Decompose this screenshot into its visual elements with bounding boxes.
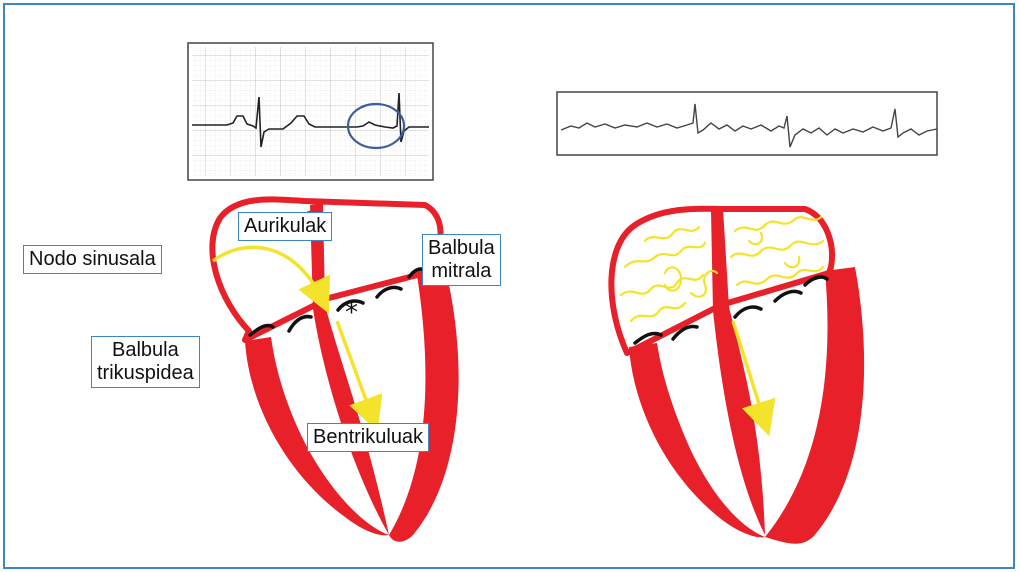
diagram-canvas	[5, 5, 1015, 569]
label-tricuspid-line2: trikuspidea	[97, 362, 194, 385]
ecg-afib	[557, 92, 937, 155]
label-ventricles: Bentrikuluak	[307, 423, 429, 452]
ecg-normal	[188, 43, 433, 180]
av-node-marker: *	[345, 300, 358, 326]
label-mitral-line2: mitrala	[428, 260, 495, 283]
label-atria: Aurikulak	[238, 212, 332, 241]
ecg-normal-grid	[192, 47, 429, 176]
label-tricuspid-valve: Balbula trikuspidea	[91, 336, 200, 388]
ecg-afib-box	[557, 92, 937, 155]
figure-frame: Nodo sinusala Aurikulak Balbula mitrala …	[3, 3, 1015, 569]
heart-afib-left-wall	[765, 267, 864, 544]
label-sinus-node: Nodo sinusala	[23, 245, 162, 274]
label-mitral-line1: Balbula	[428, 237, 495, 260]
label-mitral-valve: Balbula mitrala	[422, 234, 501, 286]
heart-normal-left-wall	[389, 267, 459, 542]
label-tricuspid-line1: Balbula	[97, 339, 194, 362]
heart-afib	[611, 209, 864, 544]
